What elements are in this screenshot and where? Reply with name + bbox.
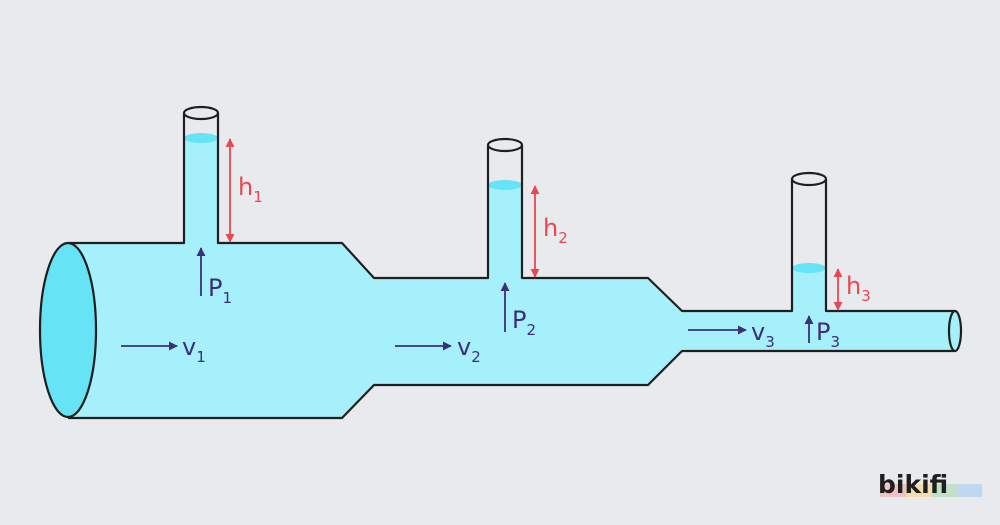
label-p3: P3	[816, 318, 840, 351]
label-v2: v2	[457, 333, 481, 366]
inlet-opening	[38, 241, 98, 419]
brand-name: bikifi	[878, 470, 949, 499]
tube-rim-1	[182, 105, 220, 121]
fluid-surface-tube-1	[184, 133, 218, 143]
label-h1: h1	[238, 173, 263, 206]
tube-rim-2	[486, 137, 524, 153]
fluid-surface-tube-2	[488, 180, 522, 190]
label-p2: P2	[512, 306, 536, 339]
tube-rim-3	[790, 171, 828, 187]
brand-bar-3	[932, 484, 958, 497]
label-h2: h2	[543, 214, 568, 247]
pipe-body	[68, 138, 955, 418]
label-p1: P1	[208, 274, 232, 307]
fluid-surface-tube-3	[792, 263, 826, 273]
label-h3: h3	[846, 272, 871, 305]
brand-bar-1	[880, 484, 906, 497]
brand-logo: bikifi	[878, 470, 982, 499]
label-v3: v3	[751, 318, 775, 351]
brand-bar-2	[906, 484, 932, 497]
pipe-outline	[68, 113, 955, 420]
brand-bar-4	[958, 484, 982, 497]
label-v1: v1	[182, 333, 206, 366]
outlet-opening	[947, 309, 963, 353]
